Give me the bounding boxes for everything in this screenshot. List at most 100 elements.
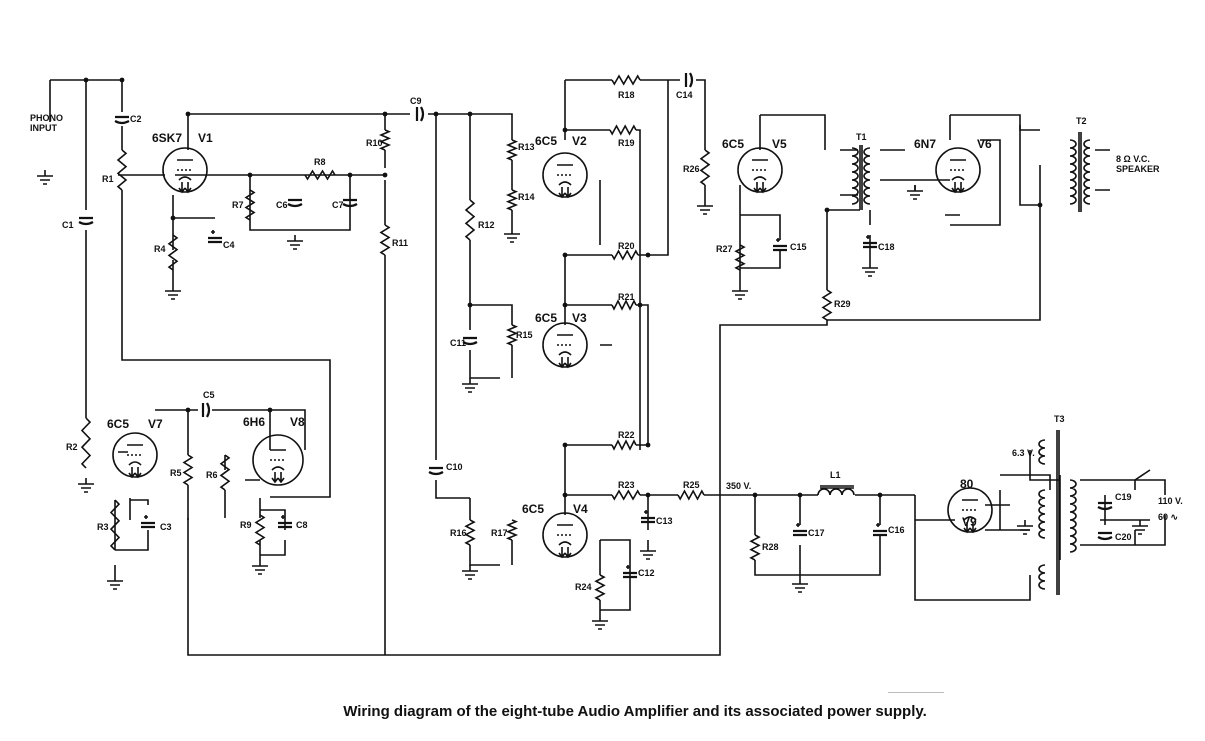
- caption-rule: [888, 692, 944, 693]
- label-r12: R12: [478, 220, 495, 230]
- wire: [754, 494, 915, 578]
- tube-ref-v7: V7: [148, 417, 163, 431]
- junction-dot: [467, 111, 473, 117]
- label-r28: R28: [762, 542, 779, 552]
- resistor-r18: [611, 74, 641, 86]
- tube-v6-6n7: [935, 147, 981, 194]
- tube-v8-6h6: [252, 434, 304, 486]
- wire: [565, 494, 755, 545]
- tube-ref-v9: V9: [962, 515, 977, 529]
- electrolytic-capacitor-c8: [278, 515, 292, 529]
- wiring: [49, 79, 1166, 656]
- label-r3: R3: [97, 522, 109, 532]
- resistor-r24: [594, 574, 606, 601]
- tube-v2-6c5: [542, 152, 588, 199]
- resistor-r16: [464, 519, 476, 546]
- filament-voltage-label: 6.3 V.: [1012, 448, 1035, 458]
- label-c13: C13: [656, 516, 673, 526]
- resistor-r6: [219, 454, 231, 491]
- figure-caption: Wiring diagram of the eight-tube Audio A…: [343, 703, 927, 720]
- capacitor-c10: [428, 466, 444, 476]
- transformer-t3-filament-winding: [1038, 439, 1046, 465]
- resistor-r21: [611, 299, 637, 311]
- label-c8: C8: [296, 520, 308, 530]
- capacitor-c9: [415, 106, 425, 122]
- choke-l1: [817, 485, 855, 496]
- junction-dot: [1037, 202, 1043, 208]
- junction-dot: [83, 77, 89, 83]
- label-r17: R17: [491, 528, 508, 538]
- label-r24: R24: [575, 582, 592, 592]
- ground-symbol: [640, 545, 656, 560]
- wire: [1000, 450, 1166, 560]
- label-r9: R9: [240, 520, 252, 530]
- label-r7: R7: [232, 200, 244, 210]
- tube-v7-6c5: [112, 432, 158, 479]
- label-t2: T2: [1076, 116, 1087, 126]
- label-c15: C15: [790, 242, 807, 252]
- label-c12: C12: [638, 568, 655, 578]
- resistor-r11: [379, 224, 391, 256]
- resistor-r4: [167, 234, 179, 271]
- wire: [599, 180, 631, 615]
- label-t3: T3: [1054, 414, 1065, 424]
- wire: [564, 80, 669, 450]
- junction-dot: [752, 492, 758, 498]
- resistor-r8: [304, 169, 336, 181]
- capacitor-c7: [342, 198, 358, 208]
- resistor-r12: [464, 199, 476, 241]
- tube-ref-v5: V5: [772, 137, 787, 151]
- resistor-r10: [378, 129, 392, 151]
- junction-dot: [645, 492, 651, 498]
- ground-symbol: [1017, 520, 1033, 535]
- capacitor-c2: [114, 115, 130, 125]
- wire: [114, 498, 149, 575]
- label-c14: C14: [676, 90, 693, 100]
- electrolytic-capacitor-c13: [641, 510, 655, 524]
- junction-dot: [637, 302, 643, 308]
- resistor-r25: [677, 489, 705, 501]
- junction-dot: [433, 111, 439, 117]
- label-c1: C1: [62, 220, 74, 230]
- ground-symbol: [697, 200, 713, 215]
- label-c20: C20: [1115, 532, 1132, 542]
- capacitor-c14: [684, 72, 694, 88]
- label-c9: C9: [410, 96, 422, 106]
- junction-dot: [562, 252, 568, 258]
- tube-type-v3: 6C5: [535, 311, 557, 325]
- transformer-t1-core: [859, 145, 863, 210]
- resistor-r5: [182, 454, 194, 486]
- transformer-t2-core: [1078, 132, 1082, 212]
- ground-symbol: [287, 235, 303, 250]
- label-r13: R13: [518, 142, 535, 152]
- capacitor-c11: [462, 336, 478, 346]
- tube-type-v9: 80: [960, 477, 974, 491]
- label-r6: R6: [206, 470, 218, 480]
- tube-ref-v3: V3: [572, 311, 587, 325]
- label-r5: R5: [170, 468, 182, 478]
- resistor-r1: [116, 149, 128, 191]
- label-r18: R18: [618, 90, 635, 100]
- capacitor-c1: [78, 216, 94, 226]
- resistor-r15: [505, 324, 519, 346]
- line-frequency-label: 60 ∿: [1158, 512, 1178, 522]
- electrolytic-capacitor-c17: [793, 523, 807, 537]
- wire: [1095, 149, 1110, 191]
- label-r4: R4: [154, 244, 166, 254]
- resistor-r3: [109, 499, 121, 551]
- electrolytic-capacitor-c12: [623, 565, 637, 579]
- wire: [565, 79, 706, 200]
- wire: [827, 125, 1041, 321]
- ground-symbol: [462, 378, 478, 393]
- capacitor-c6: [287, 198, 303, 208]
- wire: [840, 149, 950, 196]
- components: [37, 72, 1148, 630]
- label-t1: T1: [856, 132, 867, 142]
- transformer-t1-primary: [851, 147, 859, 205]
- ground-symbol: [862, 262, 878, 277]
- ground-symbol: [592, 615, 608, 630]
- tube-type-v4: 6C5: [522, 502, 544, 516]
